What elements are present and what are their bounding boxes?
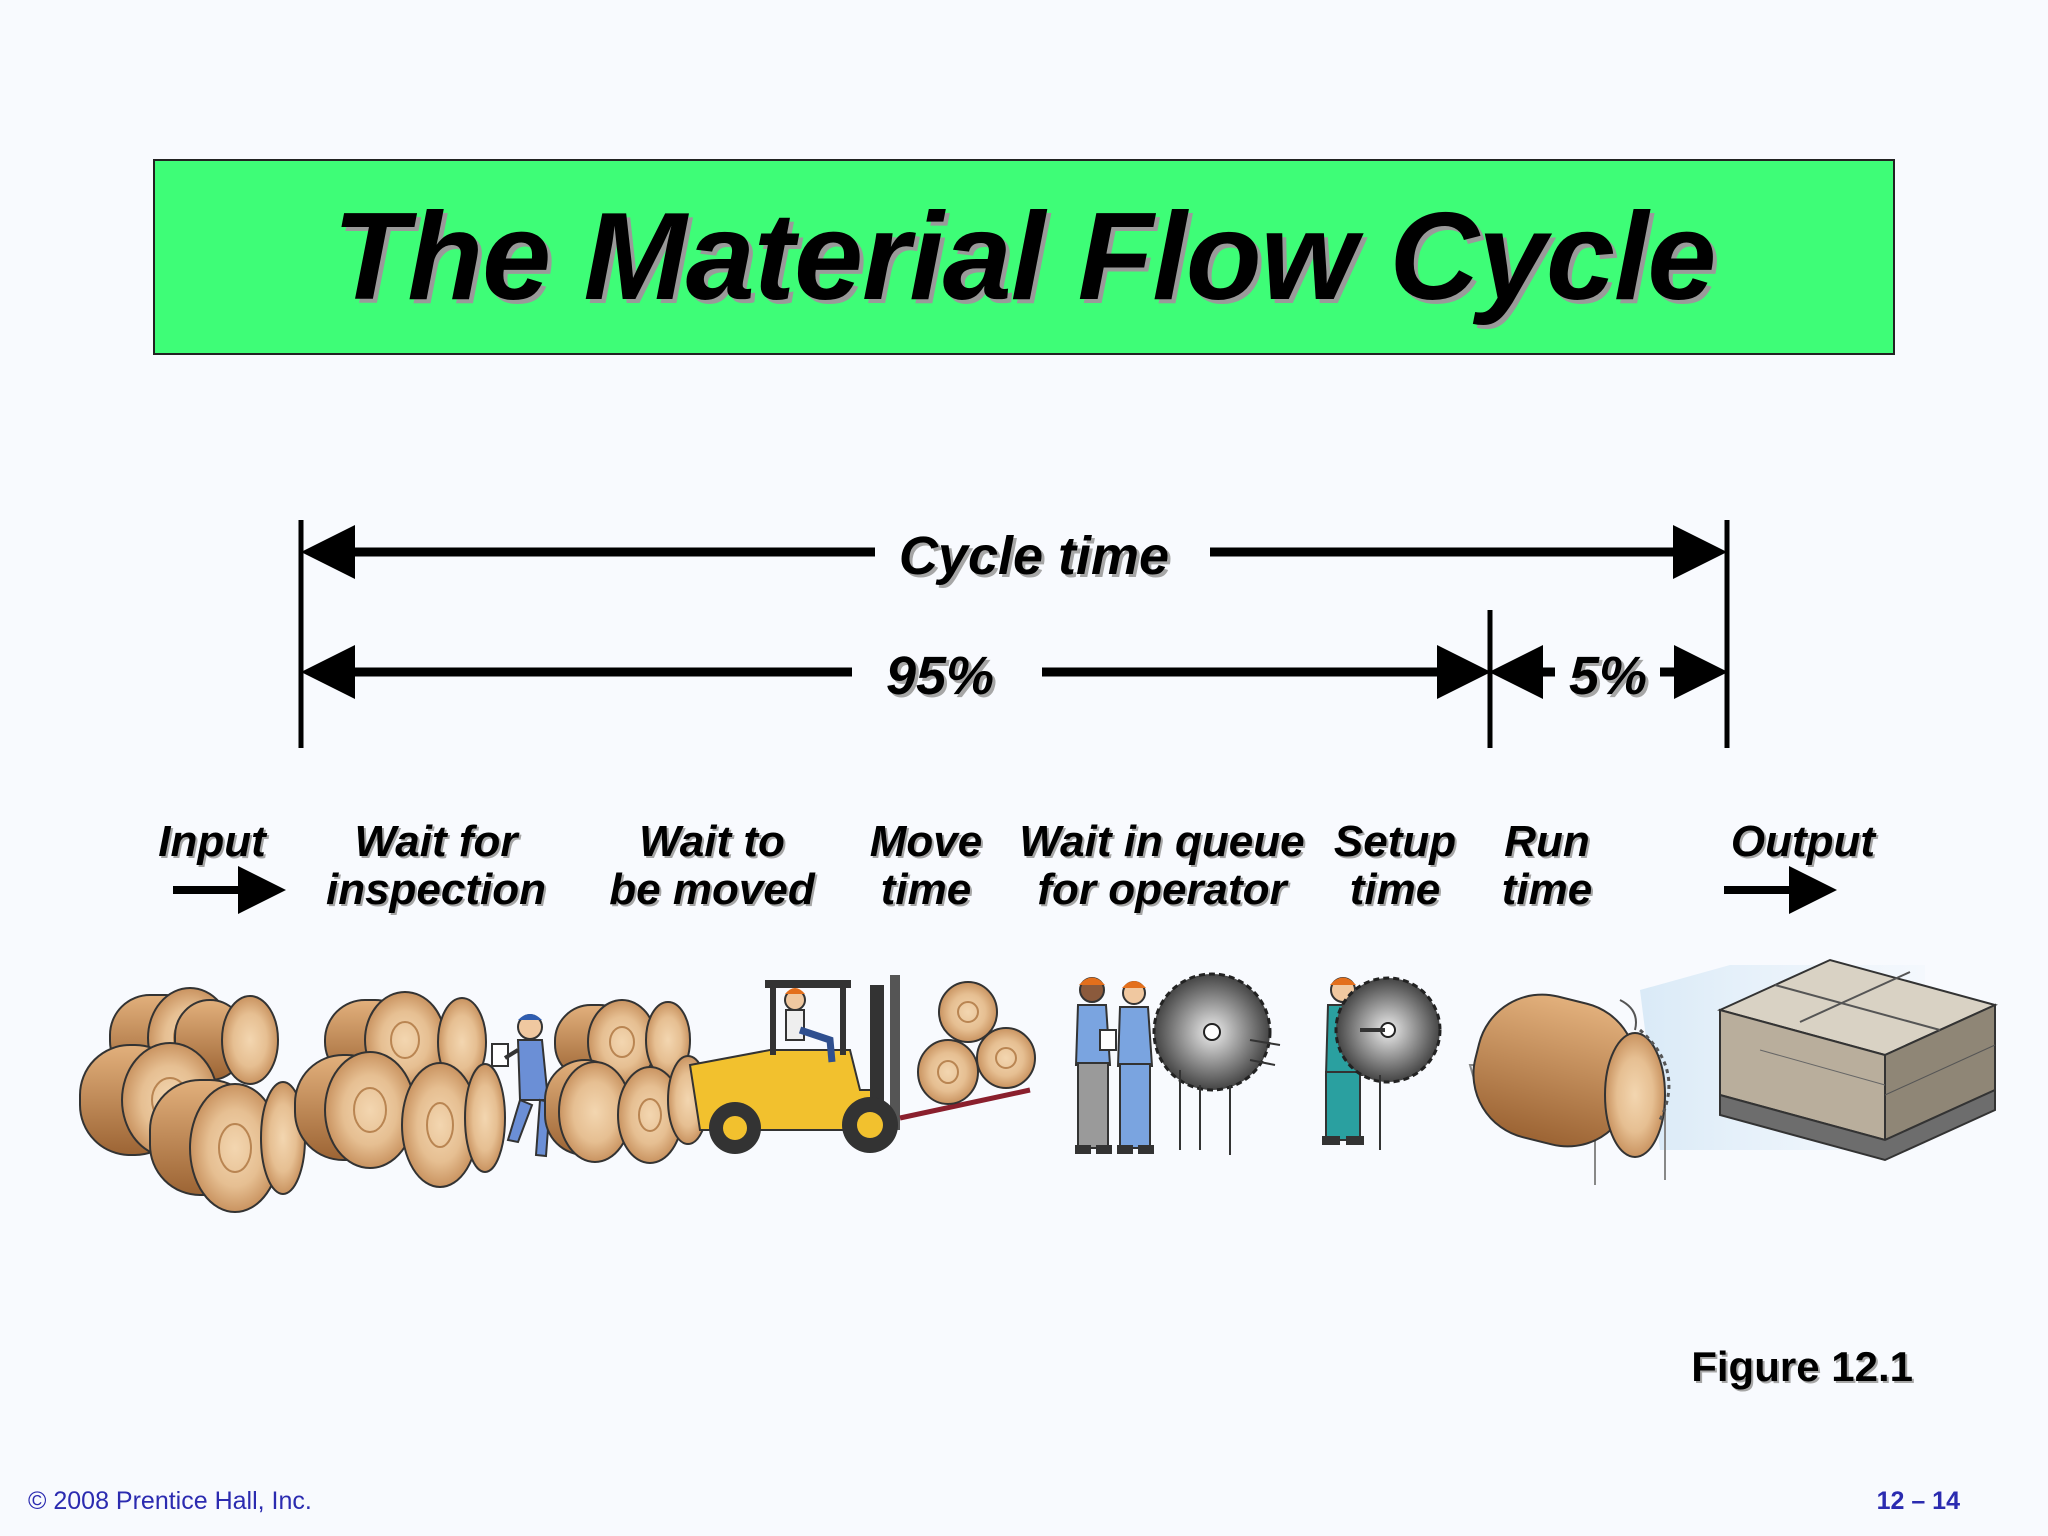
log-pile-icon [294,991,506,1188]
saw-blade-icon [1152,972,1281,1155]
page-number: 12 – 14 [1876,1487,1960,1515]
percent-run-label: 5% [1568,646,1648,706]
lumber-pallet-icon [1717,958,1998,1162]
figure-label: Figure 12.1 [1691,1343,1913,1390]
setup-worker-icon [1322,976,1442,1150]
cycle-time-label: Cycle time [898,526,1170,586]
stage-output: Output [1730,817,1876,866]
log-pile-icon [79,987,306,1213]
percent-wait-label: 95% [885,646,995,706]
title-banner: The Material Flow Cycle [153,159,1895,355]
operators-icon [1074,977,1154,1154]
forklift-icon [688,975,1031,1154]
stage-input: Input [158,817,266,866]
log-pile-icon [917,981,1036,1105]
page-title: The Material Flow Cycle [332,188,1717,326]
copyright-footer: © 2008 Prentice Hall, Inc. [28,1487,312,1515]
log-pile-icon [544,999,709,1164]
